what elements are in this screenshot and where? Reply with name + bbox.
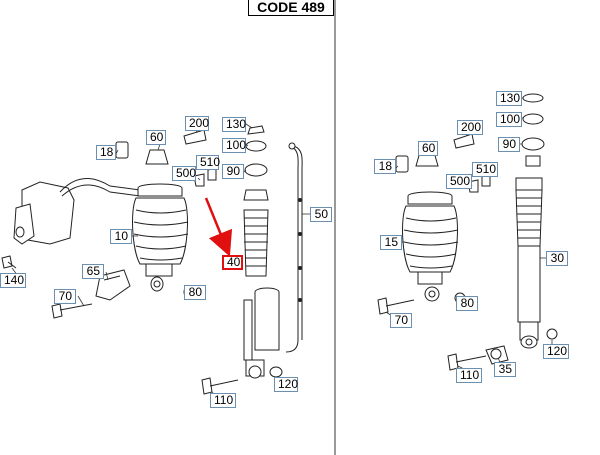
callout-right-15[interactable]: 15 xyxy=(380,235,402,250)
callout-left-110[interactable]: 110 xyxy=(210,393,236,408)
callout-right-30[interactable]: 30 xyxy=(546,251,568,266)
callout-left-200[interactable]: 200 xyxy=(185,116,209,131)
callout-left-50[interactable]: 50 xyxy=(310,207,332,222)
callout-right-100[interactable]: 100 xyxy=(496,112,522,127)
callout-left-120[interactable]: 120 xyxy=(274,377,298,392)
callout-right-200[interactable]: 200 xyxy=(457,120,483,135)
callout-right-70[interactable]: 70 xyxy=(390,313,412,328)
left-panel-drawing xyxy=(1,123,310,399)
callout-left-40-highlighted[interactable]: 40 xyxy=(222,255,243,270)
callout-right-510[interactable]: 510 xyxy=(472,162,498,177)
callout-right-80[interactable]: 80 xyxy=(456,296,478,311)
callout-right-500[interactable]: 500 xyxy=(446,174,472,189)
callout-left-10[interactable]: 10 xyxy=(110,229,132,244)
callout-left-18[interactable]: 18 xyxy=(96,145,116,160)
right-panel-drawing xyxy=(377,93,558,371)
callout-left-70[interactable]: 70 xyxy=(54,289,76,304)
code-label: CODE 489 xyxy=(248,0,334,16)
callout-left-100[interactable]: 100 xyxy=(222,138,246,153)
callout-left-60[interactable]: 60 xyxy=(146,130,166,145)
callout-right-130[interactable]: 130 xyxy=(496,91,522,106)
callout-right-120[interactable]: 120 xyxy=(543,344,569,359)
callout-right-60[interactable]: 60 xyxy=(418,141,438,156)
highlight-arrow xyxy=(204,197,233,257)
callout-left-510[interactable]: 510 xyxy=(196,155,220,170)
callout-right-90[interactable]: 90 xyxy=(498,137,520,152)
callout-left-65[interactable]: 65 xyxy=(82,264,104,279)
callout-left-80[interactable]: 80 xyxy=(184,285,206,300)
callout-right-18[interactable]: 18 xyxy=(374,159,396,174)
callout-right-110[interactable]: 110 xyxy=(456,368,482,383)
callout-left-140[interactable]: 140 xyxy=(0,273,26,288)
callout-left-130[interactable]: 130 xyxy=(222,117,246,132)
callout-left-500[interactable]: 500 xyxy=(172,166,196,181)
callout-right-35[interactable]: 35 xyxy=(494,362,516,377)
callout-left-90[interactable]: 90 xyxy=(222,164,244,179)
